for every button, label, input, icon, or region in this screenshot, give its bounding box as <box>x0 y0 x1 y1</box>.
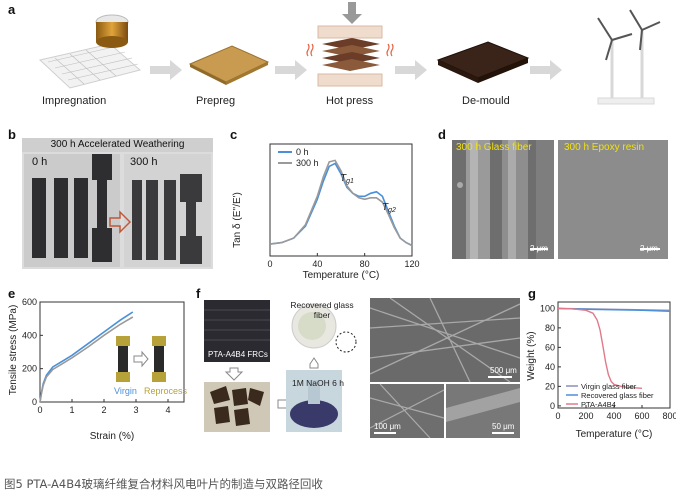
legend-300h-label: 300 h <box>296 158 319 168</box>
tan-delta-ylabel: Tan δ (E''/E') <box>232 192 243 248</box>
tga-ylabel: Weight (%) <box>526 331 537 380</box>
tensile-chart: Tensile stress (MPa) 0 1 2 3 4 0 200 400 600 Vir… <box>8 297 188 442</box>
step-prepreg: Prepreg <box>196 95 236 107</box>
demoulded-panel <box>436 41 530 83</box>
panel-c-letter: c <box>230 127 238 142</box>
weathering-photo: 300 h Accelerated Weathering 0 h 300 h <box>22 138 213 269</box>
tensile-ytick-label: 0 <box>32 397 37 407</box>
tensile-plot-frame <box>39 301 185 403</box>
wind-turbines <box>597 9 661 105</box>
tga-xtick-label: 600 <box>634 411 649 421</box>
sem-left-scale: 2 μm <box>530 244 548 253</box>
tga-ytick-label: 60 <box>545 342 555 352</box>
tensile-ytick-label: 400 <box>22 330 37 340</box>
series-reprocess-line <box>39 316 134 403</box>
tensile-ylabel: Tensile stress (MPa) <box>8 305 19 396</box>
tensile-xtick-label: 4 <box>165 405 170 415</box>
weathering-header: 300 h Accelerated Weathering <box>22 138 213 152</box>
label-naoh: 1M NaOH 6 h <box>292 378 344 388</box>
tga-ytick-label: 0 <box>550 401 555 411</box>
panel-e-letter: e <box>8 286 16 301</box>
series-300h-line <box>269 159 413 247</box>
tan-delta-xtick-label: 120 <box>404 259 419 269</box>
legend-0h-label: 0 h <box>296 147 309 157</box>
series-pta-line <box>557 307 643 389</box>
fabric-sheet <box>38 43 142 89</box>
legend-pta-label: PTA-A4B4 <box>581 400 616 409</box>
tga-xtick-label: 0 <box>555 411 560 421</box>
label-recovered: Recovered glass fiber <box>290 300 354 320</box>
tensile-xlabel: Strain (%) <box>90 431 134 442</box>
hot-press-stack <box>306 2 394 87</box>
tga-ytick-label: 80 <box>545 323 555 333</box>
scale-50um: 50 μm <box>492 422 515 431</box>
panel-a-schematic <box>38 2 661 105</box>
panel-f-letter: f <box>196 286 201 301</box>
scale-500um: 500 μm <box>490 366 517 375</box>
tga-xtick-label: 200 <box>578 411 593 421</box>
tan-delta-plot-frame <box>269 143 413 257</box>
legend-reprocess-label: Reprocess <box>144 386 188 396</box>
recycling-photos <box>204 300 357 432</box>
tga-ytick-label: 20 <box>545 381 555 391</box>
tg2-annotation: Tg2 <box>382 202 396 214</box>
tan-delta-chart: Tan δ (E''/E') 0 40 80 120 0 h 300 h Tg1 Tg… <box>232 143 420 280</box>
tensile-specimen-inset <box>116 336 166 382</box>
weathering-samples <box>22 152 213 269</box>
step-hot-press: Hot press <box>326 95 374 107</box>
tan-delta-xtick-label: 40 <box>312 259 322 269</box>
scale-100um: 100 μm <box>374 422 401 431</box>
sem-epoxy-resin <box>558 140 668 259</box>
sem-left-label: 300 h Glass fiber <box>456 142 532 153</box>
legend-recovered-gf-label: Recovered glass fiber <box>581 391 654 400</box>
legend-virgin-gf-label: Virgin glass fiber <box>581 382 637 391</box>
tensile-xtick-label: 2 <box>101 405 106 415</box>
sem-recovered-fibers <box>370 298 520 438</box>
panel-d-letter: d <box>438 127 446 142</box>
resin-jar <box>95 14 129 48</box>
tga-chart: Weight (%) 0 200 400 600 800 0 20 40 60 80 100 Vir… <box>526 301 676 440</box>
sem-right-scale: 2 μm <box>640 244 658 253</box>
figure-caption: 图5 PTA-A4B4玻璃纤维复合材料风电叶片的制造与双路径回收 <box>4 477 323 491</box>
label-frc: PTA-A4B4 FRCs <box>208 350 268 359</box>
tan-delta-xtick-label: 0 <box>267 259 272 269</box>
tga-xtick-label: 800 <box>662 411 676 421</box>
tensile-ytick-label: 200 <box>22 364 37 374</box>
tga-xtick-label: 400 <box>606 411 621 421</box>
tan-delta-xtick-label: 80 <box>360 259 370 269</box>
label-300h: 300 h <box>130 156 158 168</box>
legend-virgin-label: Virgin <box>114 386 137 396</box>
panel-a-letter: a <box>8 2 16 17</box>
step-demould: De-mould <box>462 95 510 107</box>
label-0h: 0 h <box>32 156 48 168</box>
tg1-annotation: Tg1 <box>340 173 354 185</box>
tga-ytick-label: 40 <box>545 362 555 372</box>
tan-delta-xlabel: Temperature (°C) <box>303 270 380 280</box>
tensile-xtick-label: 1 <box>69 405 74 415</box>
tga-xlabel: Temperature (°C) <box>576 429 653 440</box>
panel-g-letter: g <box>528 286 536 301</box>
prepreg-sheet <box>188 45 270 85</box>
tensile-xtick-label: 3 <box>133 405 138 415</box>
panel-b-letter: b <box>8 127 16 142</box>
tga-ytick-label: 100 <box>540 303 555 313</box>
step-impregnation: Impregnation <box>42 95 107 107</box>
sem-glass-fiber <box>452 140 554 259</box>
tensile-xtick-label: 0 <box>37 405 42 415</box>
sem-right-label: 300 h Epoxy resin <box>564 142 645 153</box>
tensile-ytick-label: 600 <box>22 297 37 307</box>
process-arrows <box>150 60 562 80</box>
